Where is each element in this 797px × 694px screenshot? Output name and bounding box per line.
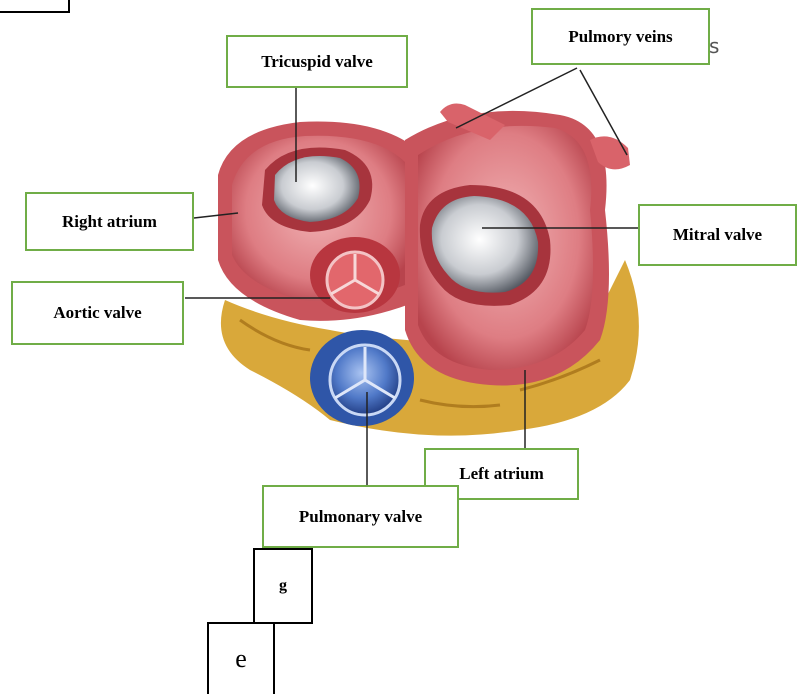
stray-letter: s [709,34,719,58]
label-right-atrium: Right atrium [25,192,194,251]
label-pulmonary-veins: Pulmory veins [531,8,710,65]
label-tricuspid-valve: Tricuspid valve [226,35,408,88]
aortic-valve-shape [310,237,400,313]
box-g: g [253,548,313,624]
label-pulmonary-valve: Pulmonary valve [262,485,459,548]
label-mitral-valve: Mitral valve [638,204,797,266]
label-aortic-valve: Aortic valve [11,281,184,345]
left-atrium-shape [405,111,609,386]
box-e: e [207,622,275,694]
top-left-box [0,0,70,13]
pulmonary-valve-shape [310,330,414,426]
